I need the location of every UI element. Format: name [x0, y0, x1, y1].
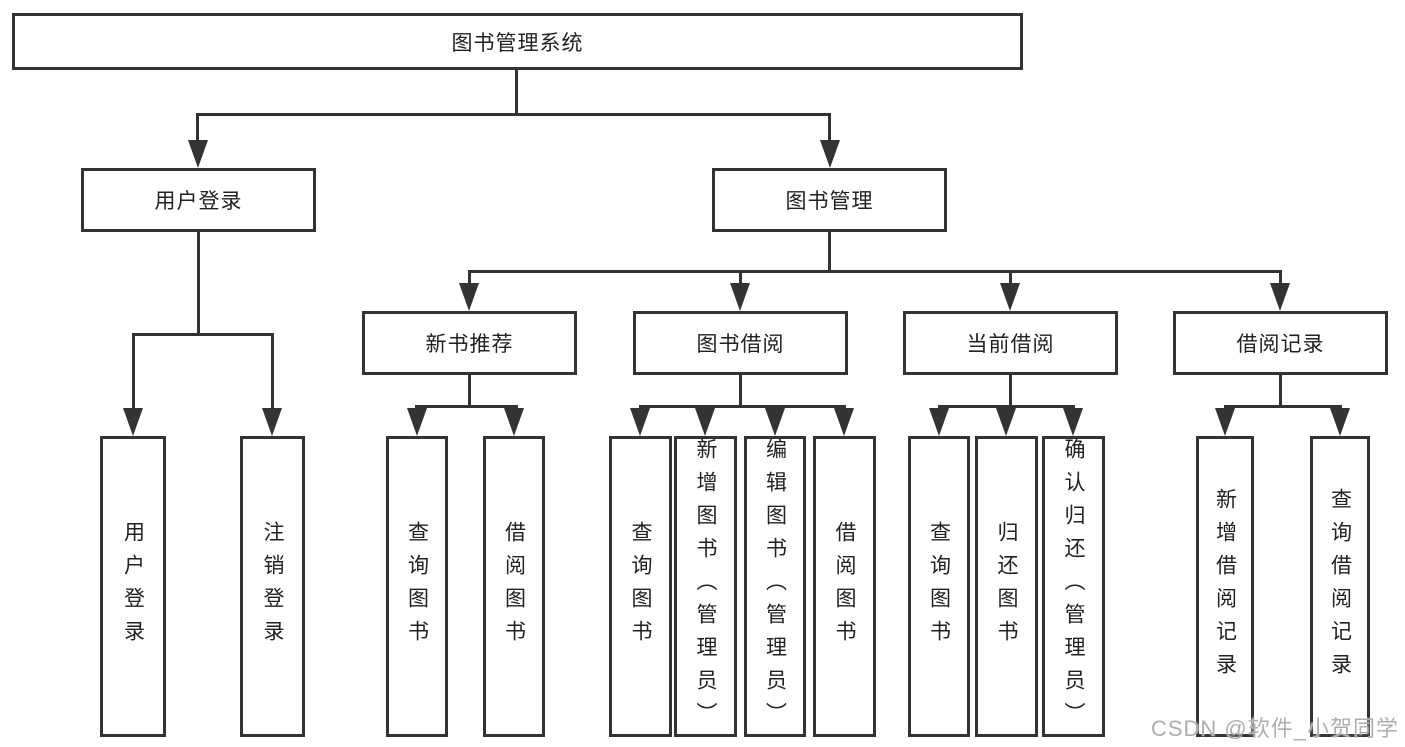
node-label: 查询图书 — [629, 520, 652, 653]
connector-line — [1279, 270, 1282, 288]
arrow-down-icon — [1215, 408, 1235, 436]
leaf-user-login: 用户登录 — [100, 436, 166, 737]
node-label: 编辑图书（管理员） — [763, 438, 787, 735]
arrow-down-icon — [1000, 283, 1020, 311]
node-label: 借阅记录 — [1236, 333, 1325, 356]
arrow-down-icon — [407, 408, 427, 436]
connector-line — [196, 113, 831, 116]
leaf-query-book-1: 查询图书 — [386, 436, 448, 737]
node-current-borrow: 当前借阅 — [903, 311, 1118, 375]
node-label: 新书推荐 — [425, 333, 514, 356]
leaf-logout-login: 注销登录 — [240, 436, 305, 737]
node-label: 注销登录 — [261, 520, 284, 653]
node-label: 用户登录 — [121, 520, 145, 653]
node-label: 用户登录 — [154, 190, 243, 213]
arrow-down-icon — [1330, 408, 1350, 436]
leaf-add-book-admin: 新增图书（管理员） — [674, 436, 737, 737]
connector-line — [468, 270, 471, 288]
connector-line — [415, 405, 518, 408]
connector-line — [196, 113, 199, 145]
connector-line — [1279, 375, 1282, 408]
arrow-down-icon — [695, 408, 715, 436]
arrow-down-icon — [262, 408, 282, 436]
leaf-borrow-book-2: 借阅图书 — [813, 436, 876, 737]
arrow-down-icon — [1270, 283, 1290, 311]
connector-line — [828, 232, 831, 273]
leaf-borrow-book-1: 借阅图书 — [483, 436, 545, 737]
connector-line — [1224, 405, 1342, 408]
arrow-down-icon — [459, 283, 479, 311]
arrow-down-icon — [1063, 408, 1083, 436]
node-label: 借阅图书 — [502, 520, 526, 653]
node-book-management: 图书管理 — [712, 168, 947, 232]
leaf-confirm-return-admin: 确认归还（管理员） — [1042, 436, 1105, 737]
arrow-down-icon — [123, 408, 143, 436]
arrow-down-icon — [765, 408, 785, 436]
leaf-return-book: 归还图书 — [975, 436, 1038, 737]
node-label: 归还图书 — [995, 520, 1018, 653]
leaf-query-borrow-record: 查询借阅记录 — [1310, 436, 1370, 737]
connector-line — [468, 270, 1282, 273]
node-label: 图书管理 — [785, 190, 874, 213]
node-label: 借阅图书 — [833, 520, 856, 653]
node-label: 图书管理系统 — [451, 31, 584, 55]
connector-line — [739, 270, 742, 288]
connector-line — [197, 232, 200, 336]
watermark: CSDN @软件_小贺同学 — [1150, 716, 1399, 741]
connector-line — [639, 405, 846, 408]
arrow-down-icon — [929, 408, 949, 436]
connector-line — [828, 113, 831, 145]
node-new-book-recommend: 新书推荐 — [362, 311, 577, 375]
arrow-down-icon — [630, 408, 650, 436]
node-label: 查询借阅记录 — [1328, 487, 1352, 686]
node-library-system: 图书管理系统 — [12, 13, 1023, 70]
node-user-login: 用户登录 — [81, 168, 316, 232]
leaf-edit-book-admin: 编辑图书（管理员） — [744, 436, 806, 737]
node-label: 图书借阅 — [696, 333, 785, 356]
arrow-down-icon — [834, 408, 854, 436]
arrow-down-icon — [820, 140, 840, 168]
node-borrow-records: 借阅记录 — [1173, 311, 1388, 375]
connector-line — [132, 333, 135, 413]
node-label: 查询图书 — [405, 520, 429, 653]
connector-line — [1009, 375, 1012, 408]
node-label: 查询图书 — [927, 520, 951, 653]
leaf-query-book-3: 查询图书 — [908, 436, 970, 737]
node-label: 新增图书（管理员） — [694, 438, 717, 735]
node-label: 当前借阅 — [966, 333, 1055, 356]
node-label: 新增借阅记录 — [1213, 487, 1237, 686]
connector-line — [271, 333, 274, 413]
node-book-borrow: 图书借阅 — [633, 311, 848, 375]
arrow-down-icon — [996, 408, 1016, 436]
arrow-down-icon — [188, 140, 208, 168]
leaf-add-borrow-record: 新增借阅记录 — [1196, 436, 1254, 737]
connector-line — [468, 375, 471, 408]
arrow-down-icon — [504, 408, 524, 436]
connector-line — [515, 70, 518, 116]
connector-line — [739, 375, 742, 408]
connector-line — [1009, 270, 1012, 288]
leaf-query-book-2: 查询图书 — [609, 436, 672, 737]
arrow-down-icon — [730, 283, 750, 311]
connector-line — [132, 333, 274, 336]
node-label: 确认归还（管理员） — [1062, 438, 1085, 735]
